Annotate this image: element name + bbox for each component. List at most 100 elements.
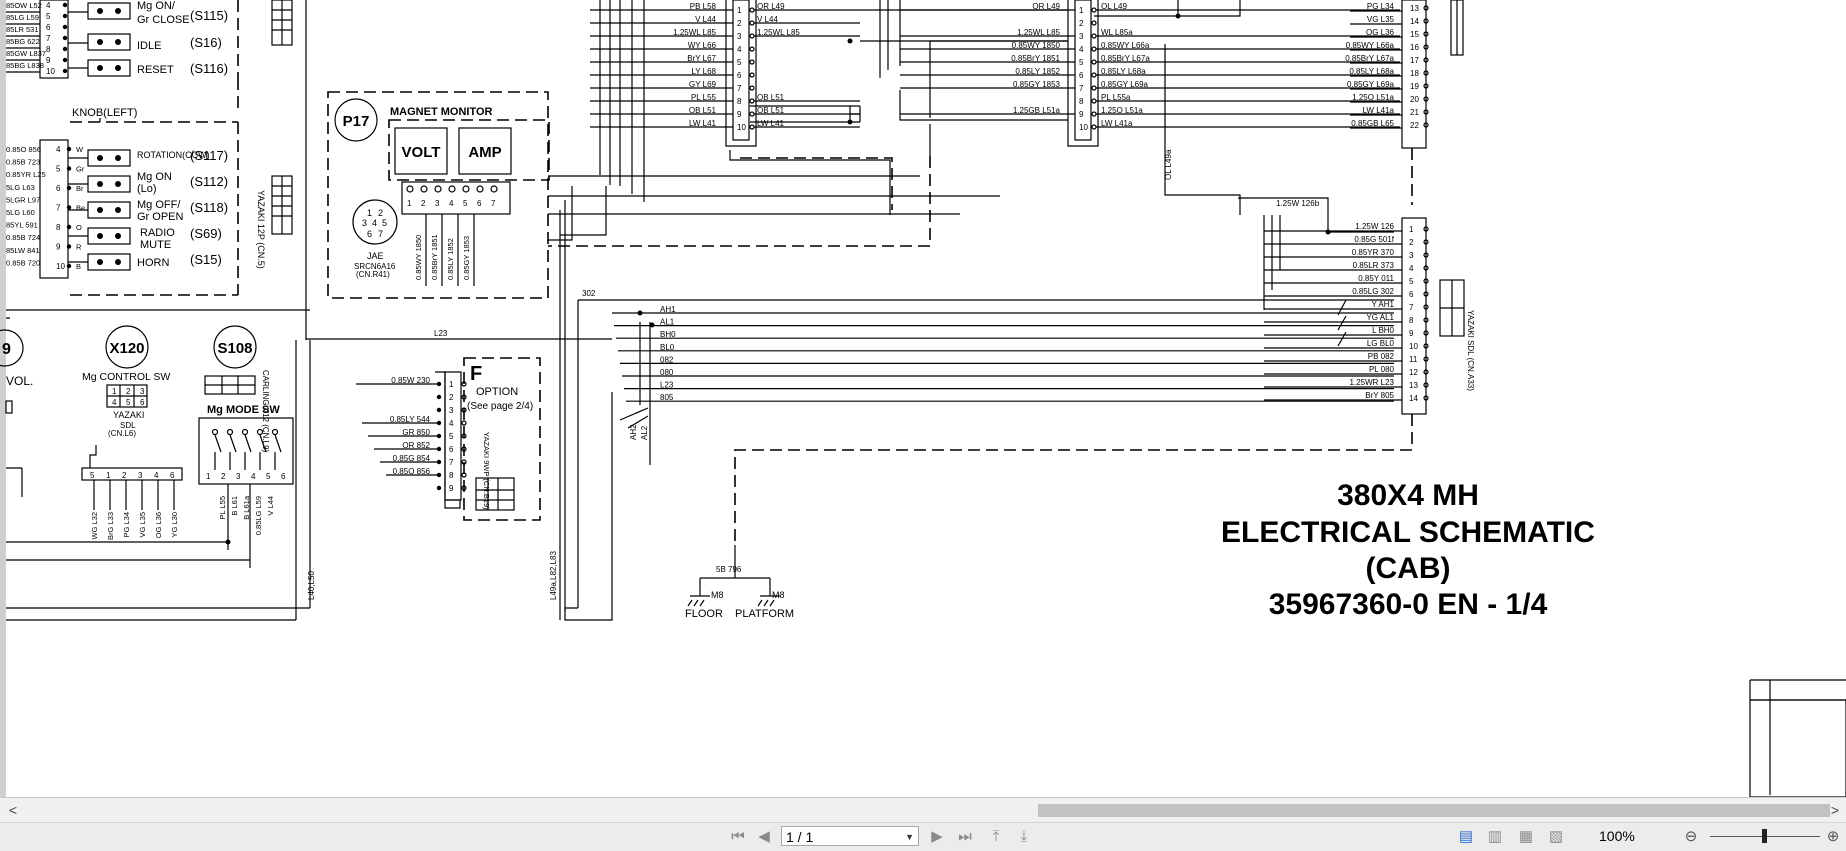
s108-switch-blade — [244, 434, 252, 470]
next-page-icon[interactable]: ▶ — [931, 828, 943, 845]
conn-d-pin: 2 — [1409, 238, 1414, 247]
knob-left-switch — [87, 253, 131, 271]
knob-left-wire-label: 0.85YR L25 — [6, 170, 46, 179]
option-pin-contact — [461, 472, 467, 478]
x120-pin: 1 — [112, 387, 117, 396]
conn-d-pin-dot — [1423, 304, 1429, 310]
ground-group: 5B 796 M8 M8 FLOOR PLATFORM — [685, 545, 794, 620]
knob-left-pin: 8 — [56, 223, 61, 232]
s108-connector: CARLING V12 (CN.L9) — [261, 370, 270, 453]
conn-b-wire-label: 0.85GY 1853 — [1013, 80, 1061, 89]
conn-b-wire-label: 1.25GB L51a — [1013, 106, 1061, 115]
option-pin-contact — [461, 485, 467, 491]
continuous-view-icon[interactable]: ▥ — [1487, 828, 1503, 845]
conn-c-pin: 16 — [1410, 43, 1419, 52]
conn-c-wire-label: LW L41a — [1363, 106, 1395, 115]
page-number-select[interactable]: 1 / 1 ▼ — [781, 826, 919, 846]
jae-pin-7: 7 — [378, 229, 383, 239]
jae-pin-3: 3 — [362, 218, 367, 228]
option-pin: 8 — [449, 471, 454, 480]
knob-left-switch-contact — [97, 155, 103, 161]
scroll-left-button[interactable]: < — [8, 802, 18, 818]
conn-a-pin-dot — [749, 98, 755, 104]
knob-left-switch-contact — [115, 233, 121, 239]
x120-pin-number: 6 — [170, 471, 175, 480]
conn-d-pin: 4 — [1409, 264, 1414, 273]
go-back-view-icon[interactable]: ⤒ — [992, 828, 1000, 845]
zoom-in-icon[interactable]: ⊕ — [1826, 828, 1840, 845]
knob-left-ref-5: (S15) — [190, 252, 222, 267]
conn-c-pin: 19 — [1410, 82, 1419, 91]
two-page-view-icon[interactable]: ▦ — [1518, 828, 1534, 845]
knob-left-pin-dot — [66, 185, 72, 191]
jae-pin-1: 1 — [367, 208, 372, 218]
conn-b-pin-dot — [1091, 7, 1097, 13]
knob-left-title: KNOB(LEFT) — [72, 107, 137, 119]
knob-right-pin: 9 — [46, 56, 51, 65]
knob-left-pin: 9 — [56, 243, 61, 252]
conn-a-pin-dot — [749, 124, 755, 130]
x120-cn: (CN.L6) — [108, 429, 136, 438]
conn-b-vertical: OL L49a — [1164, 149, 1173, 180]
previous-page-icon[interactable]: ◀ — [758, 828, 770, 845]
conn-a-pin: 5 — [737, 58, 742, 67]
p17-wire-label: 0.85LY 1852 — [446, 238, 455, 280]
knob-right-pin: 8 — [46, 45, 51, 54]
conn-c-pin: 13 — [1410, 4, 1419, 13]
conn-d-pin: 7 — [1409, 303, 1414, 312]
knob-left-connector: YAZAKI 12P (CN.5) — [256, 190, 266, 269]
p17-maker: JAE — [367, 251, 384, 261]
knob-right-ref-2: (S16) — [190, 35, 222, 50]
conn-b-wire-label: OL L49 — [1101, 2, 1127, 11]
s108-pin: 1 — [206, 472, 211, 481]
knob-left-wire-label: 5LG L63 — [6, 183, 35, 192]
conn-a-pin-dot — [749, 111, 755, 117]
first-page-icon[interactable]: ⏮ — [731, 828, 745, 845]
signal-label: 080 — [660, 368, 674, 377]
wire-302-label: 302 — [582, 289, 596, 298]
conn-c-wire-label: 0.85GB L65 — [1351, 119, 1394, 128]
knob-left-wire-color: Br — [76, 184, 84, 193]
knob-right-pin-dot — [62, 24, 68, 30]
zoom-out-icon[interactable]: ⊖ — [1684, 828, 1698, 845]
knob-right-ref-1: (S115) — [190, 8, 228, 23]
last-page-icon[interactable]: ⏭ — [958, 828, 972, 845]
conn-c-pin: 21 — [1410, 108, 1419, 117]
s108-wire-label: PL L55 — [218, 496, 227, 520]
al2-label: AL2 — [640, 425, 649, 440]
two-page-continuous-icon[interactable]: ▧ — [1548, 828, 1564, 845]
knob-right-wire-label: 85LR 531 — [6, 25, 39, 34]
p17-part: SRCN6A16 — [354, 262, 396, 271]
conn-b-wire-label: PL L55a — [1101, 93, 1131, 102]
x120-wire-label: YG L30 — [170, 512, 179, 537]
s108-wire-label: B L61 — [230, 496, 239, 516]
scrollbar-thumb[interactable] — [1038, 804, 1830, 817]
conn-d-pin: 12 — [1409, 368, 1418, 377]
zoom-slider-thumb[interactable] — [1762, 829, 1767, 843]
option-pin-dot — [436, 420, 442, 426]
s108-title: Mg MODE SW — [207, 404, 280, 416]
conn-a-wire-label: OB L51 — [757, 93, 785, 102]
scroll-right-button[interactable]: > — [1830, 802, 1840, 818]
x120-wire-label: BrG L33 — [106, 512, 115, 540]
conn-d-wire-label: 1.25WR L23 — [1350, 378, 1395, 387]
knob-right-pin-dot — [62, 13, 68, 19]
conn-d-pin-dot — [1423, 226, 1429, 232]
knob-right-ref-3: (S116) — [190, 61, 228, 76]
knob-left-switch — [87, 201, 131, 219]
p17-pin: 4 — [449, 199, 454, 208]
conn-a-pin: 4 — [737, 45, 742, 54]
conn-d-wire-label: 0.85G 501f — [1354, 235, 1394, 244]
zoom-level[interactable]: 100% — [1599, 828, 1635, 844]
jae-pin-6: 6 — [367, 229, 372, 239]
single-page-view-icon[interactable]: ▤ — [1458, 828, 1474, 845]
horizontal-scrollbar[interactable]: < > — [0, 797, 1846, 823]
conn-d-wire-label: L BH0 — [1372, 326, 1394, 335]
go-forward-view-icon[interactable]: ⤓ — [1020, 828, 1028, 845]
conn-d-pin: 8 — [1409, 316, 1414, 325]
conn-b-wire-label: 1.25WL L85 — [1017, 28, 1060, 37]
conn-a-wire-label: LY L68 — [691, 67, 716, 76]
knob-left-wire-label: 0.85B 723 — [6, 158, 40, 167]
